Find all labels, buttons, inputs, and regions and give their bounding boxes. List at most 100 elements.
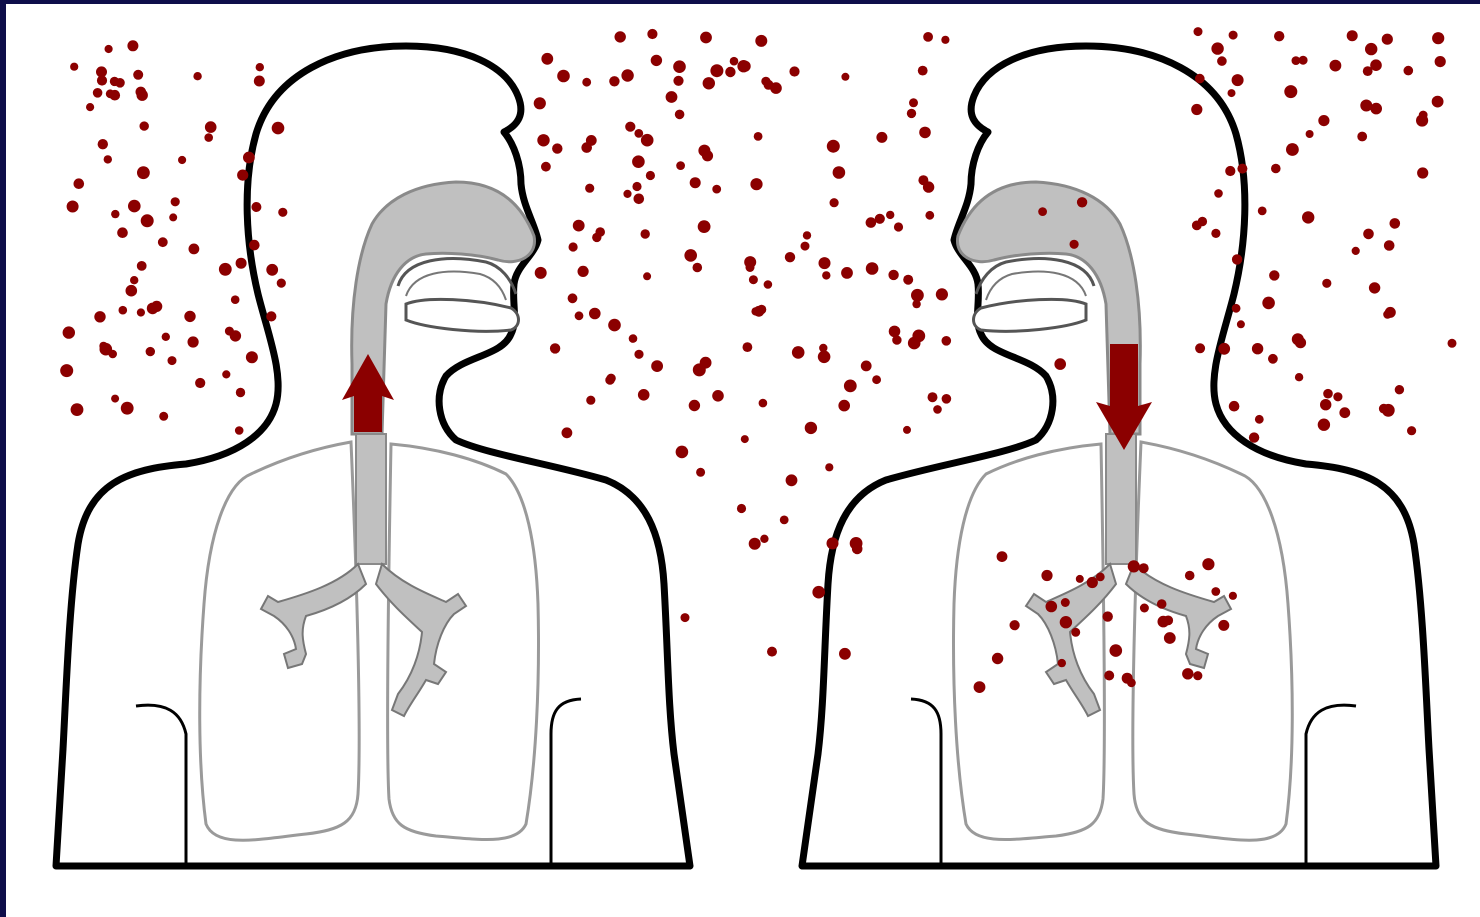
particle <box>609 76 619 86</box>
particle <box>1404 66 1414 76</box>
particle <box>235 426 244 435</box>
particle <box>675 110 685 120</box>
particle <box>582 78 591 87</box>
particle <box>1323 389 1333 399</box>
particle <box>74 178 85 189</box>
particle <box>632 182 641 191</box>
particle <box>1232 254 1242 264</box>
particle <box>1274 31 1284 41</box>
particle <box>889 326 901 338</box>
particle <box>830 198 839 207</box>
particle <box>827 537 839 549</box>
particle <box>141 214 154 227</box>
particle <box>535 267 547 279</box>
particle <box>86 103 94 111</box>
particle <box>1407 426 1416 435</box>
particle <box>1195 74 1205 84</box>
particle <box>171 197 180 206</box>
particle <box>60 364 73 377</box>
particle <box>912 300 920 308</box>
particle <box>805 422 817 434</box>
particle <box>676 161 685 170</box>
particle <box>97 75 107 85</box>
particle <box>725 67 735 77</box>
particle <box>1096 573 1105 582</box>
particle <box>1318 115 1329 126</box>
particle <box>225 327 234 336</box>
particle <box>1214 189 1223 198</box>
particle <box>1292 56 1301 65</box>
particle <box>740 61 751 72</box>
particle <box>104 155 112 163</box>
particle <box>801 242 810 251</box>
particle <box>749 275 758 284</box>
particle <box>1103 611 1113 621</box>
particle <box>625 122 635 132</box>
particle <box>647 29 657 39</box>
particle <box>825 463 833 471</box>
particle <box>744 256 756 268</box>
particle <box>254 76 265 87</box>
particle <box>1360 100 1372 112</box>
particle <box>760 535 768 543</box>
particle <box>1229 592 1237 600</box>
particle <box>592 233 601 242</box>
particle <box>888 270 898 280</box>
particle <box>1229 31 1238 40</box>
particle <box>737 504 746 513</box>
particle <box>178 156 186 164</box>
particle <box>903 275 913 285</box>
particle <box>128 200 141 213</box>
particle <box>755 35 767 47</box>
particle <box>1268 354 1278 364</box>
particle <box>1417 167 1428 178</box>
particle <box>159 412 168 421</box>
particle <box>928 392 938 402</box>
particle <box>1318 419 1330 431</box>
particle <box>1229 401 1240 412</box>
diagram-canvas <box>6 4 1480 917</box>
particle <box>585 184 594 193</box>
particle <box>1306 130 1314 138</box>
particle <box>632 155 645 168</box>
particle <box>266 311 276 321</box>
particle <box>70 63 78 71</box>
particle <box>1357 132 1367 142</box>
particle <box>71 403 84 416</box>
particle <box>1286 143 1299 156</box>
particle <box>1252 343 1263 354</box>
particle <box>162 333 170 341</box>
particle <box>822 271 830 279</box>
particle <box>827 140 840 153</box>
particle <box>666 91 678 103</box>
particle <box>1202 558 1214 570</box>
particle <box>557 70 570 83</box>
particle <box>1432 96 1444 108</box>
particle <box>188 336 199 347</box>
particle <box>1232 304 1241 313</box>
particle <box>246 351 258 363</box>
particle <box>94 311 105 322</box>
particle <box>693 363 706 376</box>
particle <box>110 77 119 86</box>
particle <box>137 90 148 101</box>
particle <box>1330 60 1342 72</box>
particle <box>1127 678 1136 687</box>
particle <box>98 139 108 149</box>
particle <box>578 266 589 277</box>
particle <box>1384 240 1395 251</box>
particle <box>818 351 831 364</box>
particle <box>1060 616 1072 628</box>
particle <box>67 201 79 213</box>
particle <box>844 380 857 393</box>
particle <box>621 69 633 81</box>
particle <box>168 356 177 365</box>
particle <box>1110 644 1123 657</box>
particle <box>205 121 217 133</box>
particle <box>1192 221 1202 231</box>
particle <box>866 262 879 275</box>
particle <box>117 227 128 238</box>
particle <box>127 40 138 51</box>
particle <box>780 516 789 525</box>
particle <box>184 311 195 322</box>
